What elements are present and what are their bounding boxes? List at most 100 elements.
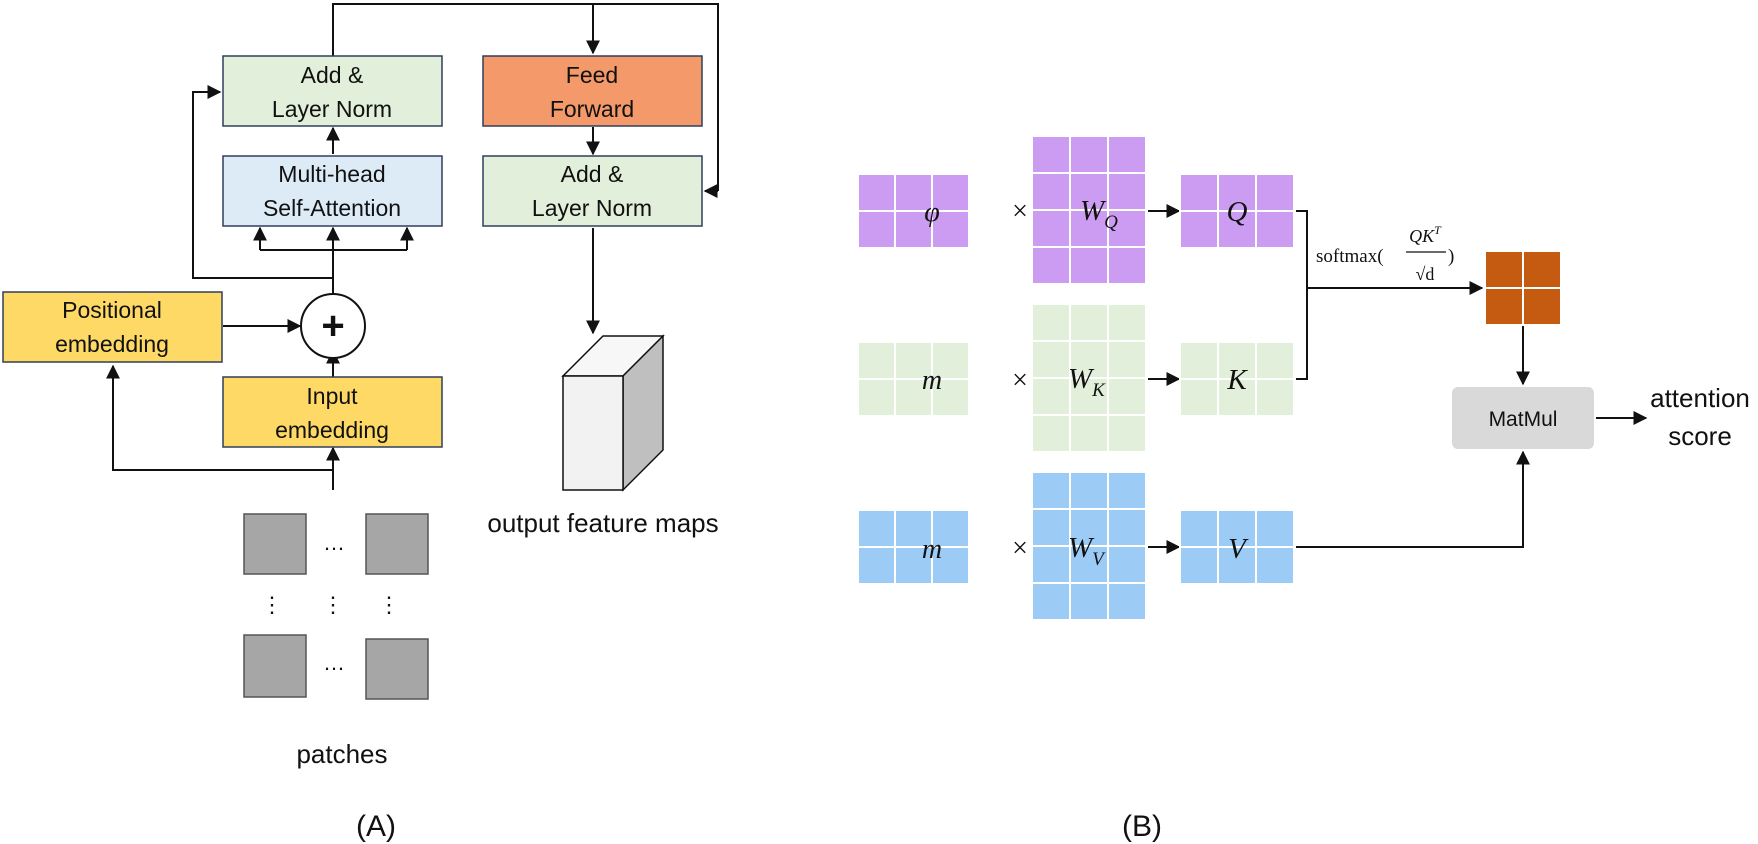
patch-bottom-left <box>243 634 307 698</box>
attention-score-line1: attention <box>1650 383 1750 413</box>
wq-subscript: Q <box>1104 212 1118 233</box>
output-matrix-v <box>1179 509 1295 585</box>
matrix-layer <box>857 135 1562 621</box>
weight-matrix-k <box>1031 303 1147 453</box>
input-matrix-k-cell <box>857 378 896 417</box>
wv-subscript: V <box>1092 549 1106 570</box>
weight-matrix-q-cell <box>1069 246 1109 285</box>
positional-line2: embedding <box>55 331 169 357</box>
row-q: φ × WQ Q <box>924 195 1247 233</box>
wq-label: WQ <box>1080 195 1118 233</box>
weight-matrix-k-cell <box>1107 377 1147 416</box>
patches-ellipsis-top: … <box>323 530 345 555</box>
mhsa-line1: Multi-head <box>278 161 385 187</box>
panel-b: φ × WQ Q m × WK K m × WV V softmax( QKT … <box>857 135 1750 843</box>
attention-result-matrix-cell <box>1522 250 1562 289</box>
output-matrix-k-cell <box>1179 341 1219 380</box>
positional-embedding-block: Positional embedding <box>2 291 223 363</box>
weight-matrix-v-cell <box>1031 471 1071 510</box>
input-matrix-q-cell <box>931 173 970 212</box>
add-norm-2-line1: Add & <box>561 161 624 187</box>
wv-label: WV <box>1068 532 1106 570</box>
times-q: × <box>1012 196 1028 227</box>
output-matrix-v-cell <box>1217 546 1257 585</box>
input-embedding-line1: Input <box>306 383 358 409</box>
output-matrix-k-cell <box>1217 341 1257 380</box>
output-matrix-v-cell <box>1255 546 1295 585</box>
matmul-block: MatMul <box>1452 387 1594 449</box>
softmax-num-text: QK <box>1409 226 1435 246</box>
output-matrix-v-cell <box>1217 509 1257 548</box>
arrow-v-to-matmul <box>1296 450 1530 548</box>
weight-matrix-v-cell <box>1031 582 1071 621</box>
weight-matrix-k-cell <box>1107 340 1147 379</box>
input-matrix-k-cell <box>857 341 896 380</box>
weight-matrix-k-cell <box>1069 414 1109 453</box>
weight-matrix-q-cell <box>1031 172 1071 211</box>
m-label-k: m <box>922 365 942 396</box>
output-feature-maps-cube <box>561 334 665 492</box>
weight-matrix-v-cell <box>1069 471 1109 510</box>
row-v: m × WV V <box>922 532 1249 570</box>
feed-forward-line1: Feed <box>566 62 618 88</box>
weight-matrix-v-cell <box>1031 508 1071 547</box>
wk-label: WK <box>1068 363 1106 401</box>
matmul-box <box>1452 387 1594 449</box>
feed-forward-block: Feed Forward <box>482 55 703 127</box>
weight-matrix-q-cell <box>1031 246 1071 285</box>
input-matrix-q <box>857 173 970 249</box>
line-addnorm-top <box>332 3 719 191</box>
output-matrix-v-cell <box>1255 509 1295 548</box>
panel-b-caption: (B) <box>1122 810 1162 843</box>
weight-matrix-v-cell <box>1107 545 1147 584</box>
weight-matrix-q-cell <box>1031 135 1071 174</box>
patches-grid: … … ⋮ ⋮ ⋮ <box>243 513 429 700</box>
add-norm-1-line1: Add & <box>301 62 364 88</box>
input-matrix-q-cell <box>894 210 933 249</box>
wk-subscript: K <box>1091 380 1106 401</box>
weight-matrix-k-cell <box>1031 303 1071 342</box>
input-matrix-v-cell <box>857 546 896 585</box>
weight-matrix-k-cell <box>1031 377 1071 416</box>
wk-base: W <box>1068 363 1095 395</box>
weight-matrix-k-cell <box>1031 414 1071 453</box>
input-embedding-box <box>222 376 443 448</box>
matmul-label: MatMul <box>1489 408 1558 431</box>
input-matrix-k-cell <box>894 378 933 417</box>
input-matrix-v <box>857 509 970 585</box>
add-norm-block-2: Add & Layer Norm <box>482 155 703 227</box>
patch-top-right <box>365 513 429 575</box>
attention-result-matrix <box>1484 250 1562 326</box>
attention-result-matrix-cell <box>1484 287 1524 326</box>
output-matrix-q-cell <box>1179 173 1219 212</box>
output-matrix-v-cell <box>1179 546 1219 585</box>
patch-top-left <box>243 513 307 575</box>
softmax-suffix: ) <box>1448 246 1454 267</box>
m-label-v: m <box>922 534 942 565</box>
patches-label: patches <box>296 739 387 769</box>
weight-matrix-v-cell <box>1107 508 1147 547</box>
input-matrix-v-cell <box>857 509 896 548</box>
weight-matrix-k-cell <box>1069 303 1109 342</box>
input-matrix-v-cell <box>931 509 970 548</box>
input-matrix-k-cell <box>931 341 970 380</box>
output-matrix-k <box>1179 341 1295 417</box>
output-matrix-q-cell <box>1255 210 1295 249</box>
input-matrix-q-cell <box>857 210 896 249</box>
add-norm-1-box <box>222 55 443 127</box>
attention-result-matrix-cell <box>1522 287 1562 326</box>
positional-line1: Positional <box>62 297 162 323</box>
output-matrix-q-cell <box>1179 210 1219 249</box>
arrow-residual-1 <box>192 85 333 279</box>
output-matrix-k-cell <box>1179 378 1219 417</box>
weight-matrix-q-cell <box>1107 135 1147 174</box>
cube-front-face <box>562 375 624 491</box>
panel-a-caption: (A) <box>356 810 396 843</box>
weight-matrix-v-cell <box>1107 582 1147 621</box>
output-matrix-q <box>1179 173 1295 249</box>
weight-matrix-q-cell <box>1107 246 1147 285</box>
attention-score-line2: score <box>1668 421 1732 451</box>
output-matrix-k-cell <box>1255 378 1295 417</box>
patches-ellipsis-bottom: … <box>323 650 345 675</box>
